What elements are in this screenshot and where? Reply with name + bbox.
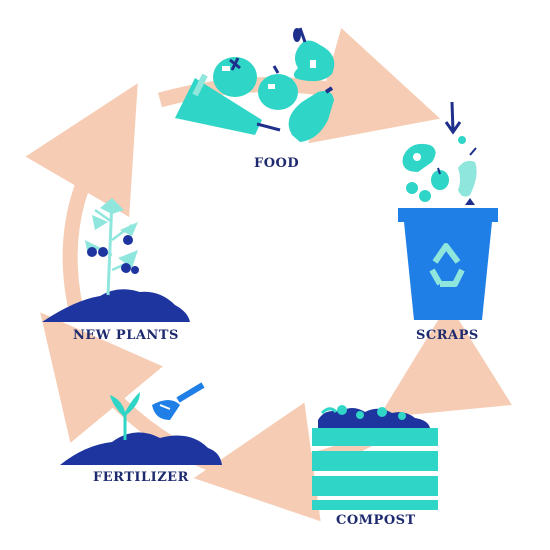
recycle-bin-icon — [398, 208, 498, 320]
recycle-icon — [429, 243, 465, 287]
label-fertilizer: FERTILIZER — [93, 470, 189, 485]
arrow-scraps-to-compost — [378, 303, 512, 418]
label-scraps: SCRAPS — [416, 328, 479, 343]
trowel-icon — [152, 382, 205, 420]
arrow-newplants-to-food — [25, 83, 138, 307]
food-scraps-icon — [402, 101, 477, 205]
sprout-icon — [60, 392, 222, 465]
tomato-plant-icon — [42, 198, 190, 322]
compost-crate-icon — [312, 405, 438, 510]
label-compost: COMPOST — [336, 513, 416, 528]
fruit-vegetable-icon — [175, 27, 335, 142]
label-new-plants: NEW PLANTS — [73, 328, 179, 343]
label-food: FOOD — [254, 156, 300, 171]
